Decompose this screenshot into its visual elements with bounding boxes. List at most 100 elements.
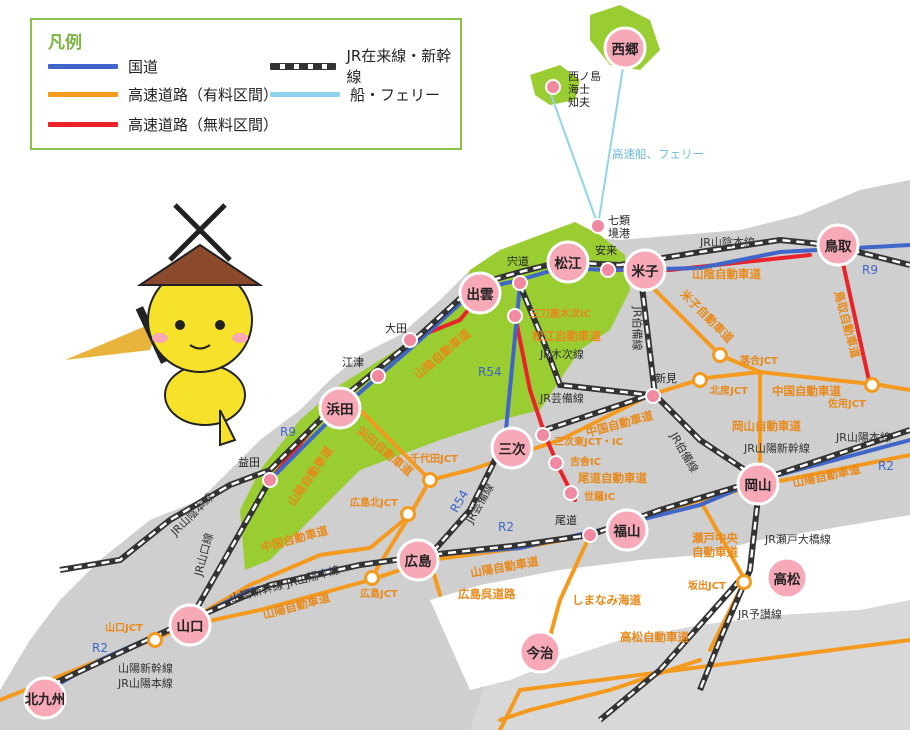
minor-city-markers	[262, 79, 661, 543]
city-label-saigo: 西郷	[611, 42, 639, 58]
jct-marker-hiroshima	[364, 570, 380, 586]
city-marker-miyoshihigashi	[535, 427, 551, 443]
city-marker-izumo	[458, 271, 502, 315]
label-yamaguchi-jct: 山口JCT	[105, 623, 143, 634]
label-r2-mid: R2	[498, 520, 514, 534]
label-r54: R54	[478, 365, 502, 379]
city-label-yamaguchi: 山口	[176, 619, 204, 635]
legend-item-toll: 高速道路（有料区間）	[48, 84, 278, 104]
city-label-miyoshi: 三次	[498, 442, 526, 458]
city-marker-fukuyama	[605, 508, 649, 552]
label-jr-geibi: JR芸備線	[540, 392, 584, 405]
label-sanin-exp: 山陰自動車道	[692, 267, 761, 281]
legend-title: 凡例	[48, 33, 82, 53]
label-hokubo-jct: 北房JCT	[710, 386, 748, 397]
label-hiroshimakita-jct: 広島北JCT	[350, 498, 398, 509]
legend: 凡例 国道 高速道路（有料区間） 高速道路（無料区間） JR在来線・新幹線 船・…	[30, 18, 462, 150]
label-chugoku-exp: 中国自動車道	[772, 384, 841, 398]
label-jr-sanyo-shinkansen: JR山陽新幹線	[744, 442, 810, 455]
label-shichirui-sakaiminato: 七類 境港	[608, 214, 630, 240]
city-marker-hiroshima	[396, 538, 440, 582]
jct-marker-sakaide	[736, 574, 752, 590]
city-marker-kitakyushu	[23, 676, 67, 720]
label-r9-east: R9	[862, 263, 878, 277]
major-city-markers	[23, 26, 860, 720]
label-sakaide-jct: 坂出JCT	[688, 581, 726, 592]
city-marker-oki-nishinoshima	[545, 79, 561, 95]
city-label-imabari: 今治	[526, 646, 554, 662]
legend-label-free: 高速道路（無料区間）	[128, 115, 279, 134]
city-marker-miyoshi	[490, 426, 534, 470]
label-shimanami: しまなみ海道	[572, 593, 641, 607]
city-marker-takamatsu	[765, 556, 809, 600]
label-nishinoshima-ama-chibu: 西ノ島 海士 知夫	[568, 70, 601, 109]
label-sayo-jct: 佐用JCT	[828, 399, 866, 410]
legend-item-ferry: 船・フェリー	[270, 84, 440, 104]
label-sakaiminato: 境港	[608, 227, 630, 240]
city-marker-okayama	[736, 462, 780, 506]
city-label-matsue: 松江	[554, 256, 582, 272]
city-label-yonago: 米子	[631, 264, 659, 280]
label-shinmi: 新見	[655, 372, 677, 385]
label-hiroshima-jct: 広島JCT	[360, 589, 398, 600]
label-setochuo-exp: 瀬戸中央 自動車道	[692, 531, 738, 559]
ferry-swatch	[270, 91, 340, 97]
city-marker-ota	[402, 332, 418, 348]
label-jr-yosan: JR予讃線	[738, 608, 782, 621]
national-route-swatch	[48, 63, 118, 69]
city-marker-tottori	[816, 223, 860, 267]
jct-marker-ochiai	[712, 347, 728, 363]
city-marker-hamada	[318, 386, 362, 430]
city-marker-mitoya	[507, 308, 523, 324]
label-masuda: 益田	[238, 456, 260, 469]
legend-item-rail: JR在来線・新幹線	[270, 47, 460, 86]
label-mitoya-ic: 三刀屋木次IC	[530, 309, 592, 320]
label-shinji: 宍道	[507, 255, 529, 268]
label-r2-west: R2	[92, 641, 108, 655]
label-jr-sanyo-honsen: JR山陽本線	[836, 431, 891, 444]
city-marker-shinji	[512, 275, 528, 291]
label-jr-seto-ohashi: JR瀬戸大橋線	[765, 533, 831, 546]
city-label-takamatsu: 高松	[773, 572, 801, 588]
legend-label-ferry: 船・フェリー	[350, 85, 441, 104]
city-marker-yamaguchi	[168, 603, 212, 647]
label-ferry-route: 高速船、フェリー	[612, 147, 704, 161]
city-label-izumo: 出雲	[466, 287, 494, 303]
jct-marker-yamaguchi	[147, 632, 163, 648]
jct-marker-sayo	[864, 377, 880, 393]
label-hiroshima-kure: 広島呉道路	[458, 587, 516, 601]
label-jr-hakubi: JR伯備線	[630, 306, 644, 351]
label-shichirui: 七類	[608, 214, 630, 227]
legend-label-rail: JR在来線・新幹線	[346, 47, 452, 86]
city-marker-yasugi	[600, 262, 616, 278]
city-label-hamada: 浜田	[326, 402, 354, 418]
legend-item-free: 高速道路（無料区間）	[48, 114, 278, 134]
label-miyoshihigashi-ic: 三次東JCT・IC	[554, 437, 623, 448]
city-marker-kisa	[548, 455, 564, 471]
junction-markers	[147, 347, 880, 648]
label-ama: 海士	[568, 83, 590, 96]
legend-label-national: 国道	[128, 57, 159, 76]
city-marker-shichirui-port	[590, 218, 606, 234]
label-chiyoda-jct: 千代田JCT	[410, 454, 458, 465]
label-sera-ic: 世羅IC	[584, 492, 616, 503]
city-marker-imabari	[518, 630, 562, 674]
label-okayama-exp: 岡山自動車道	[732, 419, 801, 433]
mascot-cat-illustration	[65, 203, 264, 447]
label-onomichi-exp: 尾道自動車道	[578, 471, 647, 485]
label-ochiai-jct: 落合JCT	[740, 356, 778, 367]
label-sanyo-kita: 山陽新幹線	[118, 662, 173, 675]
city-label-tottori: 鳥取	[824, 239, 852, 255]
label-takamatsu-exp: 高松自動車道	[620, 630, 689, 644]
label-jr-sanin-line: JR山陰本線	[700, 236, 755, 249]
label-yasugi: 安来	[595, 244, 617, 257]
free-expressway-swatch	[48, 121, 118, 127]
label-ota: 大田	[385, 322, 407, 335]
legend-item-national: 国道	[48, 56, 158, 76]
rail-swatch	[270, 62, 337, 70]
label-r2-east: R2	[878, 459, 894, 473]
city-marker-gotsu	[370, 368, 386, 384]
label-gotsu: 江津	[342, 356, 364, 369]
